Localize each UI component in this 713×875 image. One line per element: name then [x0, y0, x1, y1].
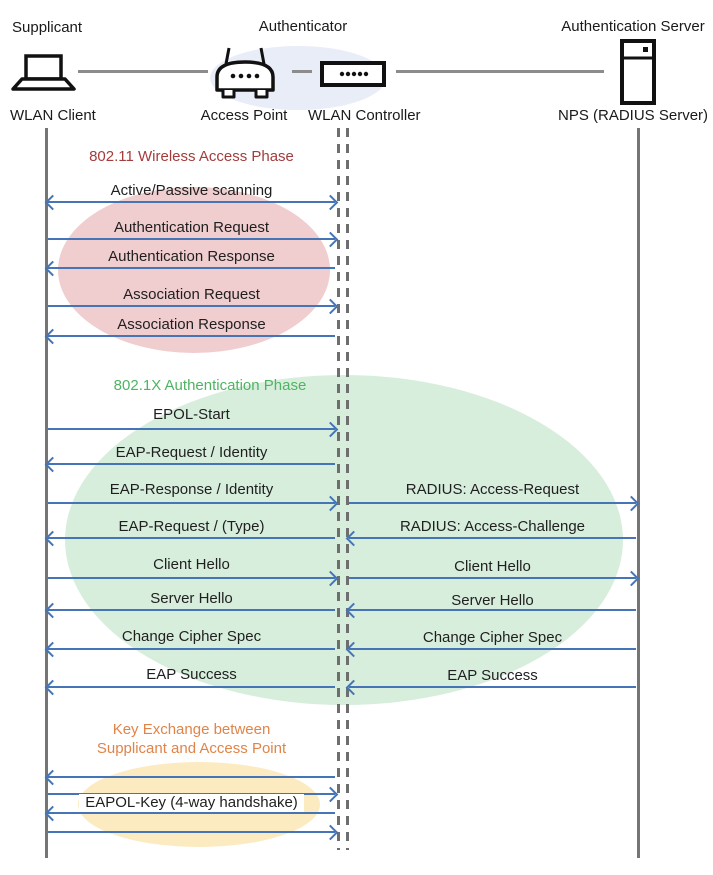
msg-association-request-arrow	[48, 305, 335, 307]
msg-association-response-arrow	[48, 335, 335, 337]
wlan-controller-label: WLAN Controller	[308, 107, 421, 124]
phase-title-key-exchange: Key Exchange between Supplicant and Acce…	[48, 720, 335, 758]
access-point-icon	[212, 45, 278, 110]
msg-change-cipher-spec-left-label: Change Cipher Spec	[121, 628, 262, 645]
msg-client-hello-right-label: Client Hello	[454, 558, 531, 575]
msg-radius-access-challenge-label: RADIUS: Access-Challenge	[399, 518, 586, 535]
msg-authentication-response-label: Authentication Response	[108, 248, 275, 265]
msg-eap-request-type-label: EAP-Request / (Type)	[118, 518, 265, 535]
server-icon	[619, 39, 657, 110]
msg-eapol-key-4-arrow	[48, 831, 335, 833]
wlan-client-label: WLAN Client	[10, 107, 96, 124]
supplicant-role-label: Supplicant	[12, 19, 83, 36]
msg-eapol-key-3-arrow	[48, 812, 335, 814]
msg-eap-success-right-label: EAP Success	[447, 667, 538, 684]
msg-authentication-request-label: Authentication Request	[113, 219, 270, 236]
access-point-label: Access Point	[200, 107, 288, 124]
msg-eap-success-left-arrow	[48, 686, 335, 688]
connector-ap-controller	[292, 70, 312, 73]
msg-eapol-key-1-arrow	[48, 776, 335, 778]
msg-client-hello-right-arrow	[349, 577, 636, 579]
msg-eap-response-identity-label: EAP-Response / Identity	[109, 481, 274, 498]
connector-controller-server	[396, 70, 604, 73]
msg-active-passive-scanning-label: Active/Passive scanning	[110, 182, 273, 199]
msg-epol-start-label: EPOL-Start	[153, 406, 230, 423]
msg-change-cipher-spec-right-label: Change Cipher Spec	[422, 629, 563, 646]
msg-server-hello-right-arrow	[349, 609, 636, 611]
nps-radius-server-label: NPS (RADIUS Server)	[558, 107, 709, 124]
lifeline-radius-server	[637, 128, 640, 858]
msg-eap-request-type-arrow	[48, 537, 335, 539]
msg-authentication-request-arrow	[48, 238, 335, 240]
laptop-icon	[11, 53, 77, 100]
phase-title-80211: 802.11 Wireless Access Phase	[89, 148, 294, 165]
msg-epol-start-arrow	[48, 428, 335, 430]
msg-association-response-label: Association Response	[117, 316, 266, 333]
phase-title-key-exchange-line2: Supplicant and Access Point	[96, 740, 287, 757]
lifeline-wlan-controller-outer	[337, 128, 340, 850]
msg-eap-request-identity-arrow	[48, 463, 335, 465]
wlan-controller-icon	[320, 60, 386, 93]
msg-server-hello-left-arrow	[48, 609, 335, 611]
msg-radius-access-challenge-arrow	[349, 537, 636, 539]
msg-radius-access-request-label: RADIUS: Access-Request	[405, 481, 580, 498]
msg-eap-success-right-arrow	[349, 686, 636, 688]
lifeline-wlan-controller-inner	[346, 128, 349, 850]
phase-ellipse-8021x	[65, 375, 623, 705]
msg-client-hello-left-arrow	[48, 577, 335, 579]
msg-eap-response-identity-arrow	[48, 502, 335, 504]
msg-authentication-response-arrow	[48, 267, 335, 269]
authentication-server-role-label: Authentication Server	[561, 18, 705, 35]
authenticator-role-label: Authenticator	[258, 18, 348, 35]
connector-client-ap	[78, 70, 208, 73]
msg-eap-request-identity-label: EAP-Request / Identity	[115, 444, 268, 461]
msg-association-request-label: Association Request	[123, 286, 260, 303]
phase-ellipse-80211	[58, 187, 330, 353]
msg-server-hello-left-label: Server Hello	[150, 590, 233, 607]
msg-eapol-key-label: EAPOL-Key (4-way handshake)	[48, 794, 335, 812]
msg-change-cipher-spec-left-arrow	[48, 648, 335, 650]
phase-title-key-exchange-line1: Key Exchange between	[112, 721, 271, 738]
phase-title-8021x: 802.1X Authentication Phase	[113, 377, 307, 394]
msg-radius-access-request-arrow	[349, 502, 636, 504]
msg-server-hello-right-label: Server Hello	[451, 592, 534, 609]
msg-active-passive-scanning-arrow	[48, 201, 335, 203]
msg-change-cipher-spec-right-arrow	[349, 648, 636, 650]
msg-client-hello-left-label: Client Hello	[153, 556, 230, 573]
lifeline-wlan-client	[45, 128, 48, 858]
msg-eap-success-left-label: EAP Success	[146, 666, 237, 683]
